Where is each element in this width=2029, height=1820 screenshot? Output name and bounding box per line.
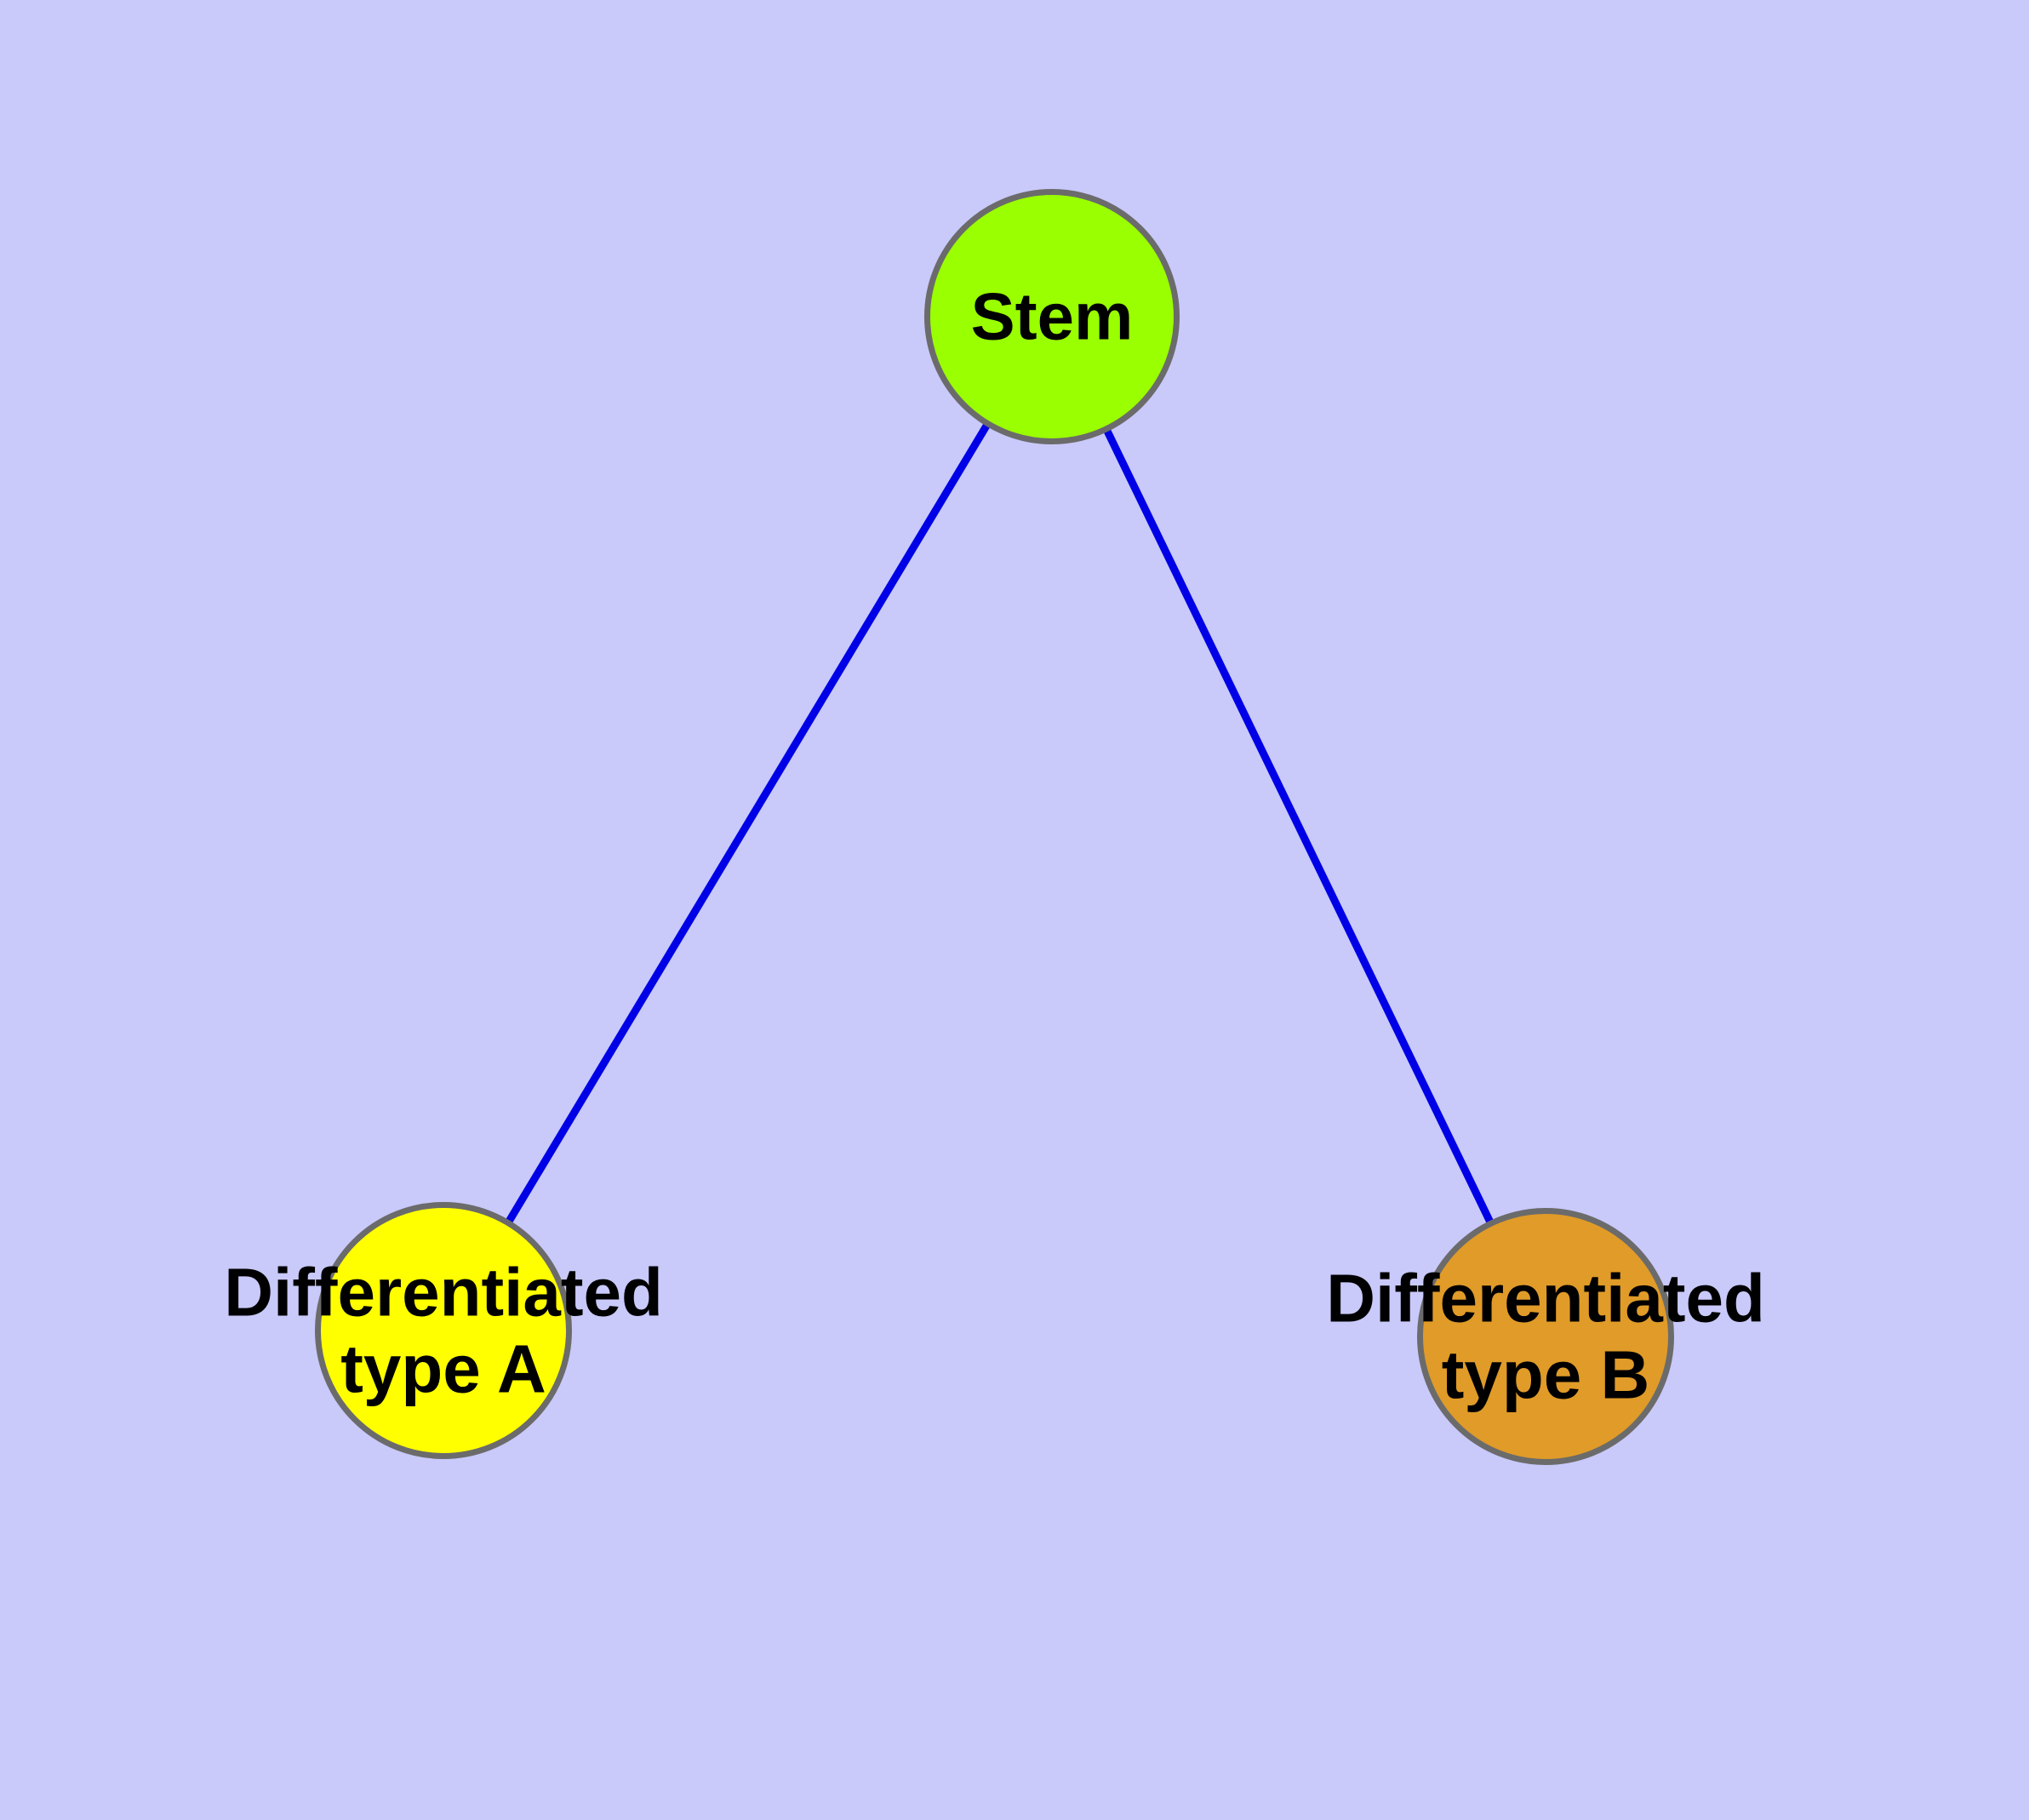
edge-layer (502, 416, 1497, 1231)
node-differentiated-type-b[interactable] (1417, 1208, 1674, 1465)
node-differentiated-type-a[interactable] (315, 1202, 572, 1459)
edge-stem-to-differentiated-type-a[interactable] (502, 416, 994, 1230)
node-layer (315, 189, 1674, 1465)
node-stem[interactable] (924, 189, 1180, 444)
edge-stem-to-differentiated-type-b[interactable] (1100, 421, 1497, 1231)
